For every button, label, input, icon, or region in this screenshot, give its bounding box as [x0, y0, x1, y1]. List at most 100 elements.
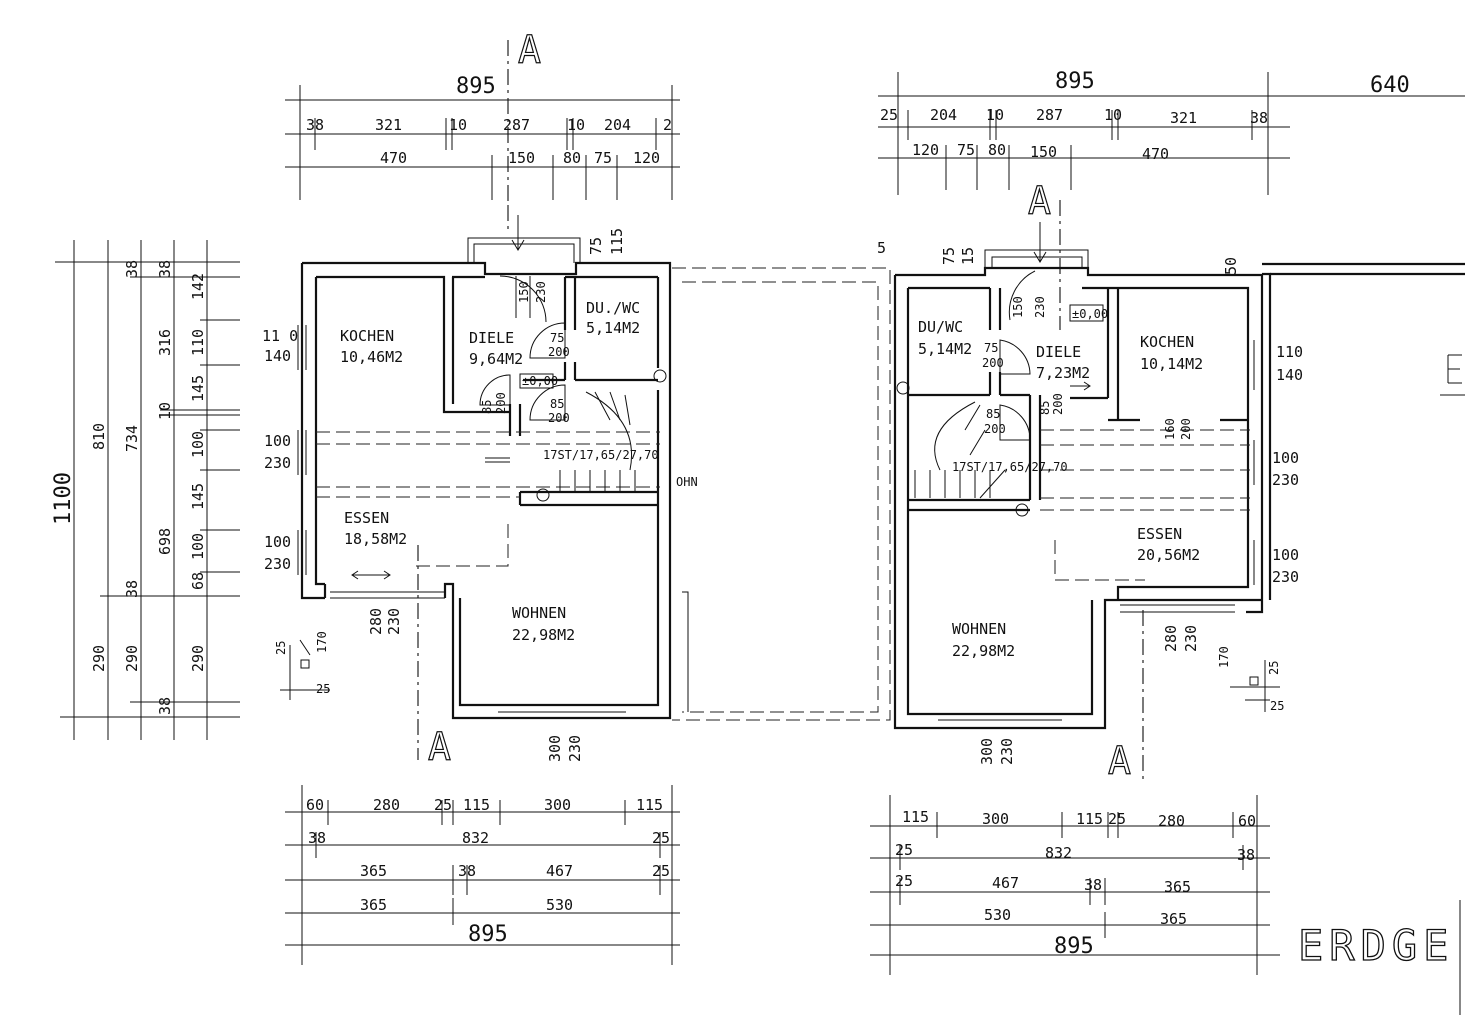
- dim-label: 60: [1238, 812, 1256, 830]
- dim-label: 25: [434, 796, 452, 814]
- section-marker-right-bottom: A: [1108, 739, 1131, 783]
- dim-label: 50: [1222, 257, 1240, 275]
- dim-label: 300: [546, 735, 564, 762]
- right-room-diele-area: 7,23M2: [1036, 364, 1090, 382]
- dim-label: 110: [1276, 343, 1303, 361]
- dim-label: 38: [156, 697, 174, 715]
- dim-label: 200: [548, 345, 570, 359]
- dim-label: 115: [463, 796, 490, 814]
- dim-label: 200: [548, 411, 570, 425]
- dim-label: 230: [385, 608, 403, 635]
- dim-label: 145: [189, 375, 207, 402]
- dim-label: 75: [940, 247, 958, 265]
- dim-label: 316: [156, 329, 174, 356]
- dim-label: 140: [264, 347, 291, 365]
- right-bottom-dimensions: 115 300 115 25 280 60 25 832 38 25 467 3…: [870, 795, 1280, 975]
- dim-label: 115: [1076, 810, 1103, 828]
- dim-label: 25: [274, 641, 288, 655]
- dim-label: 300: [544, 796, 571, 814]
- dim-label: 25: [895, 841, 913, 859]
- left-dashed-lines: [316, 267, 891, 721]
- dim-label: 290: [90, 645, 108, 672]
- dim-label: 300: [978, 738, 996, 765]
- section-marker-left-bottom: A: [428, 725, 451, 769]
- dim-label: 150: [517, 281, 531, 303]
- dim-label: 280: [373, 796, 400, 814]
- dim-label: 287: [1036, 106, 1063, 124]
- dim-label: 75: [587, 237, 605, 255]
- dim-label: 10: [986, 106, 1004, 124]
- dim-label: 470: [1142, 145, 1169, 163]
- dim-label: 2: [663, 116, 672, 134]
- dim-label: 230: [1033, 296, 1047, 318]
- left-top-dimensions: 895 38 321 10 287 10 204 2 470 150 80 75…: [285, 74, 680, 200]
- left-room-diele-area: 9,64M2: [469, 350, 523, 368]
- right-room-duwc-name: DU/WC: [918, 318, 963, 336]
- left-overall-height: 1100: [51, 472, 76, 525]
- right-dashed-lines: [1040, 429, 1250, 581]
- dim-label: 75: [984, 341, 998, 355]
- dim-label: 10: [1104, 106, 1122, 124]
- left-room-diele-name: DIELE: [469, 329, 514, 347]
- dim-label: 25: [1267, 661, 1281, 675]
- dim-label: 80: [563, 149, 581, 167]
- dim-label: 200: [982, 356, 1004, 370]
- dim-label: 470: [380, 149, 407, 167]
- left-top-overall: 895: [456, 74, 496, 99]
- dim-label: 38: [123, 580, 141, 598]
- dim-label: 734: [123, 425, 141, 452]
- dim-label: 832: [1045, 844, 1072, 862]
- left-stair-label: 17ST/17,65/27,70: [543, 448, 659, 462]
- dim-label: 38: [156, 260, 174, 278]
- dim-label: 321: [1170, 109, 1197, 127]
- dim-label: 38: [1250, 109, 1268, 127]
- right-room-essen-name: ESSEN: [1137, 525, 1182, 543]
- dim-label: 230: [566, 735, 584, 762]
- dim-label: 75: [957, 141, 975, 159]
- dim-label: 5: [877, 239, 886, 257]
- dim-label: 300: [982, 810, 1009, 828]
- dim-label: 115: [636, 796, 663, 814]
- dim-label: 200: [494, 392, 508, 414]
- dim-label: 200: [984, 422, 1006, 436]
- dim-label: 142: [189, 273, 207, 300]
- left-bottom-overall: 895: [468, 922, 508, 947]
- dim-label: 467: [992, 874, 1019, 892]
- left-room-kochen-name: KOCHEN: [340, 327, 394, 345]
- right-room-essen-area: 20,56M2: [1137, 546, 1200, 564]
- dim-label: 11 0: [262, 327, 298, 345]
- right-plan-labels: DU/WC 5,14M2 DIELE 7,23M2 KOCHEN 10,14M2…: [877, 239, 1303, 765]
- dim-label: 530: [984, 906, 1011, 924]
- dim-label: 38: [123, 260, 141, 278]
- dim-label: 25: [1270, 699, 1284, 713]
- right-room-wohnen-name: WOHNEN: [952, 620, 1006, 638]
- right-top-dimensions: 895 640 25 204 10 287 10 321 38 120 75 8…: [878, 69, 1465, 195]
- dim-label: 85: [1038, 401, 1052, 415]
- dim-label: 160: [1163, 418, 1177, 440]
- left-level: ±0,00: [522, 374, 558, 388]
- dim-label: 25: [652, 829, 670, 847]
- dim-label: 80: [988, 141, 1006, 159]
- dim-label: 365: [360, 862, 387, 880]
- dim-label: 38: [1084, 876, 1102, 894]
- dim-label: 100: [189, 533, 207, 560]
- dim-label: 38: [458, 862, 476, 880]
- section-marker-right-top: A: [1028, 179, 1051, 223]
- dim-label: 230: [1272, 568, 1299, 586]
- right-edge: [1440, 354, 1465, 1015]
- dim-label: 530: [546, 896, 573, 914]
- dim-label: 25: [316, 682, 330, 696]
- left-plan-labels: KOCHEN 10,46M2 DIELE 9,64M2 DU./WC 5,14M…: [262, 228, 698, 762]
- section-markers: A A A A: [417, 27, 1144, 784]
- dim-label: 287: [503, 116, 530, 134]
- dim-label: 810: [90, 423, 108, 450]
- dim-label: 170: [1217, 646, 1231, 668]
- dim-label: 100: [189, 431, 207, 458]
- left-plan-walls: [300, 237, 672, 720]
- dim-label: 100: [1272, 449, 1299, 467]
- dim-label: 698: [156, 528, 174, 555]
- dim-label: 120: [912, 141, 939, 159]
- dim-label: 365: [1160, 910, 1187, 928]
- dim-label: 100: [264, 533, 291, 551]
